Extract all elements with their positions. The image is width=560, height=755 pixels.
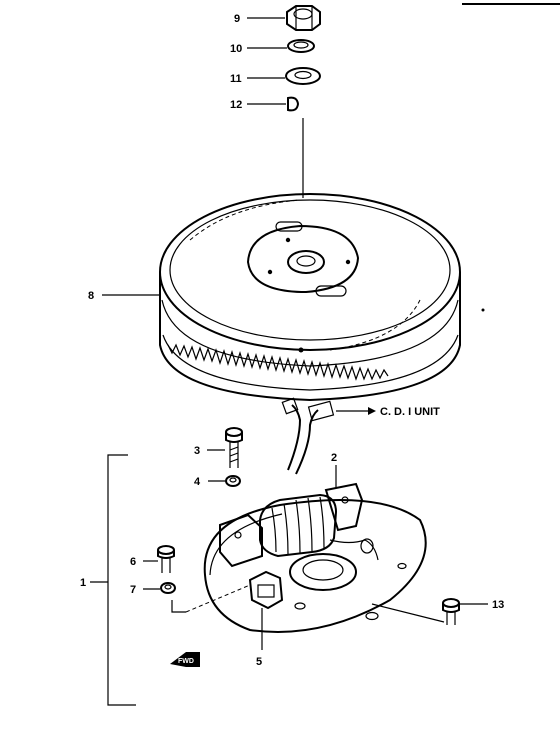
leader-plate-dash <box>185 584 251 613</box>
speck <box>481 308 485 312</box>
callout-3: 3 <box>194 445 200 457</box>
cdi-unit-label: C. D. I UNIT <box>380 406 440 418</box>
part-7-washer <box>160 582 176 594</box>
callout-4: 4 <box>194 476 201 488</box>
callout-2: 2 <box>331 452 337 464</box>
part-3-screw <box>225 427 243 468</box>
callout-8: 8 <box>88 290 94 302</box>
lead-wires <box>281 397 335 475</box>
callout-10: 10 <box>230 43 242 55</box>
part-8-flywheel <box>159 193 461 402</box>
part-12-key <box>287 96 300 112</box>
callout-13: 13 <box>492 599 504 611</box>
part-2-charge-coil <box>219 482 379 568</box>
ring-gear-teeth <box>167 343 389 381</box>
part-4-washer <box>225 475 241 487</box>
fwd-arrow: FWD <box>170 652 200 667</box>
part-6-screw <box>157 545 175 573</box>
part-9-nut <box>286 5 321 31</box>
part-13-screw <box>442 598 460 625</box>
part-11-washer <box>285 67 321 85</box>
callout-11: 11 <box>230 73 242 85</box>
part-1-stator-plate <box>203 499 427 633</box>
part-5-pulser-coil <box>248 570 284 610</box>
leader-13-plate <box>371 603 445 623</box>
callout-1: 1 <box>80 577 86 589</box>
leader-7-plate <box>171 600 186 613</box>
callout-7: 7 <box>130 584 136 596</box>
callout-12: 12 <box>230 99 242 111</box>
callout-6: 6 <box>130 556 136 568</box>
fwd-label: FWD <box>178 658 194 665</box>
callout-5: 5 <box>256 656 262 668</box>
callout-9: 9 <box>234 13 240 25</box>
cdi-arrow-head <box>368 407 376 415</box>
assembly-1-bracket <box>107 454 136 706</box>
part-10-lock-washer <box>287 39 315 53</box>
